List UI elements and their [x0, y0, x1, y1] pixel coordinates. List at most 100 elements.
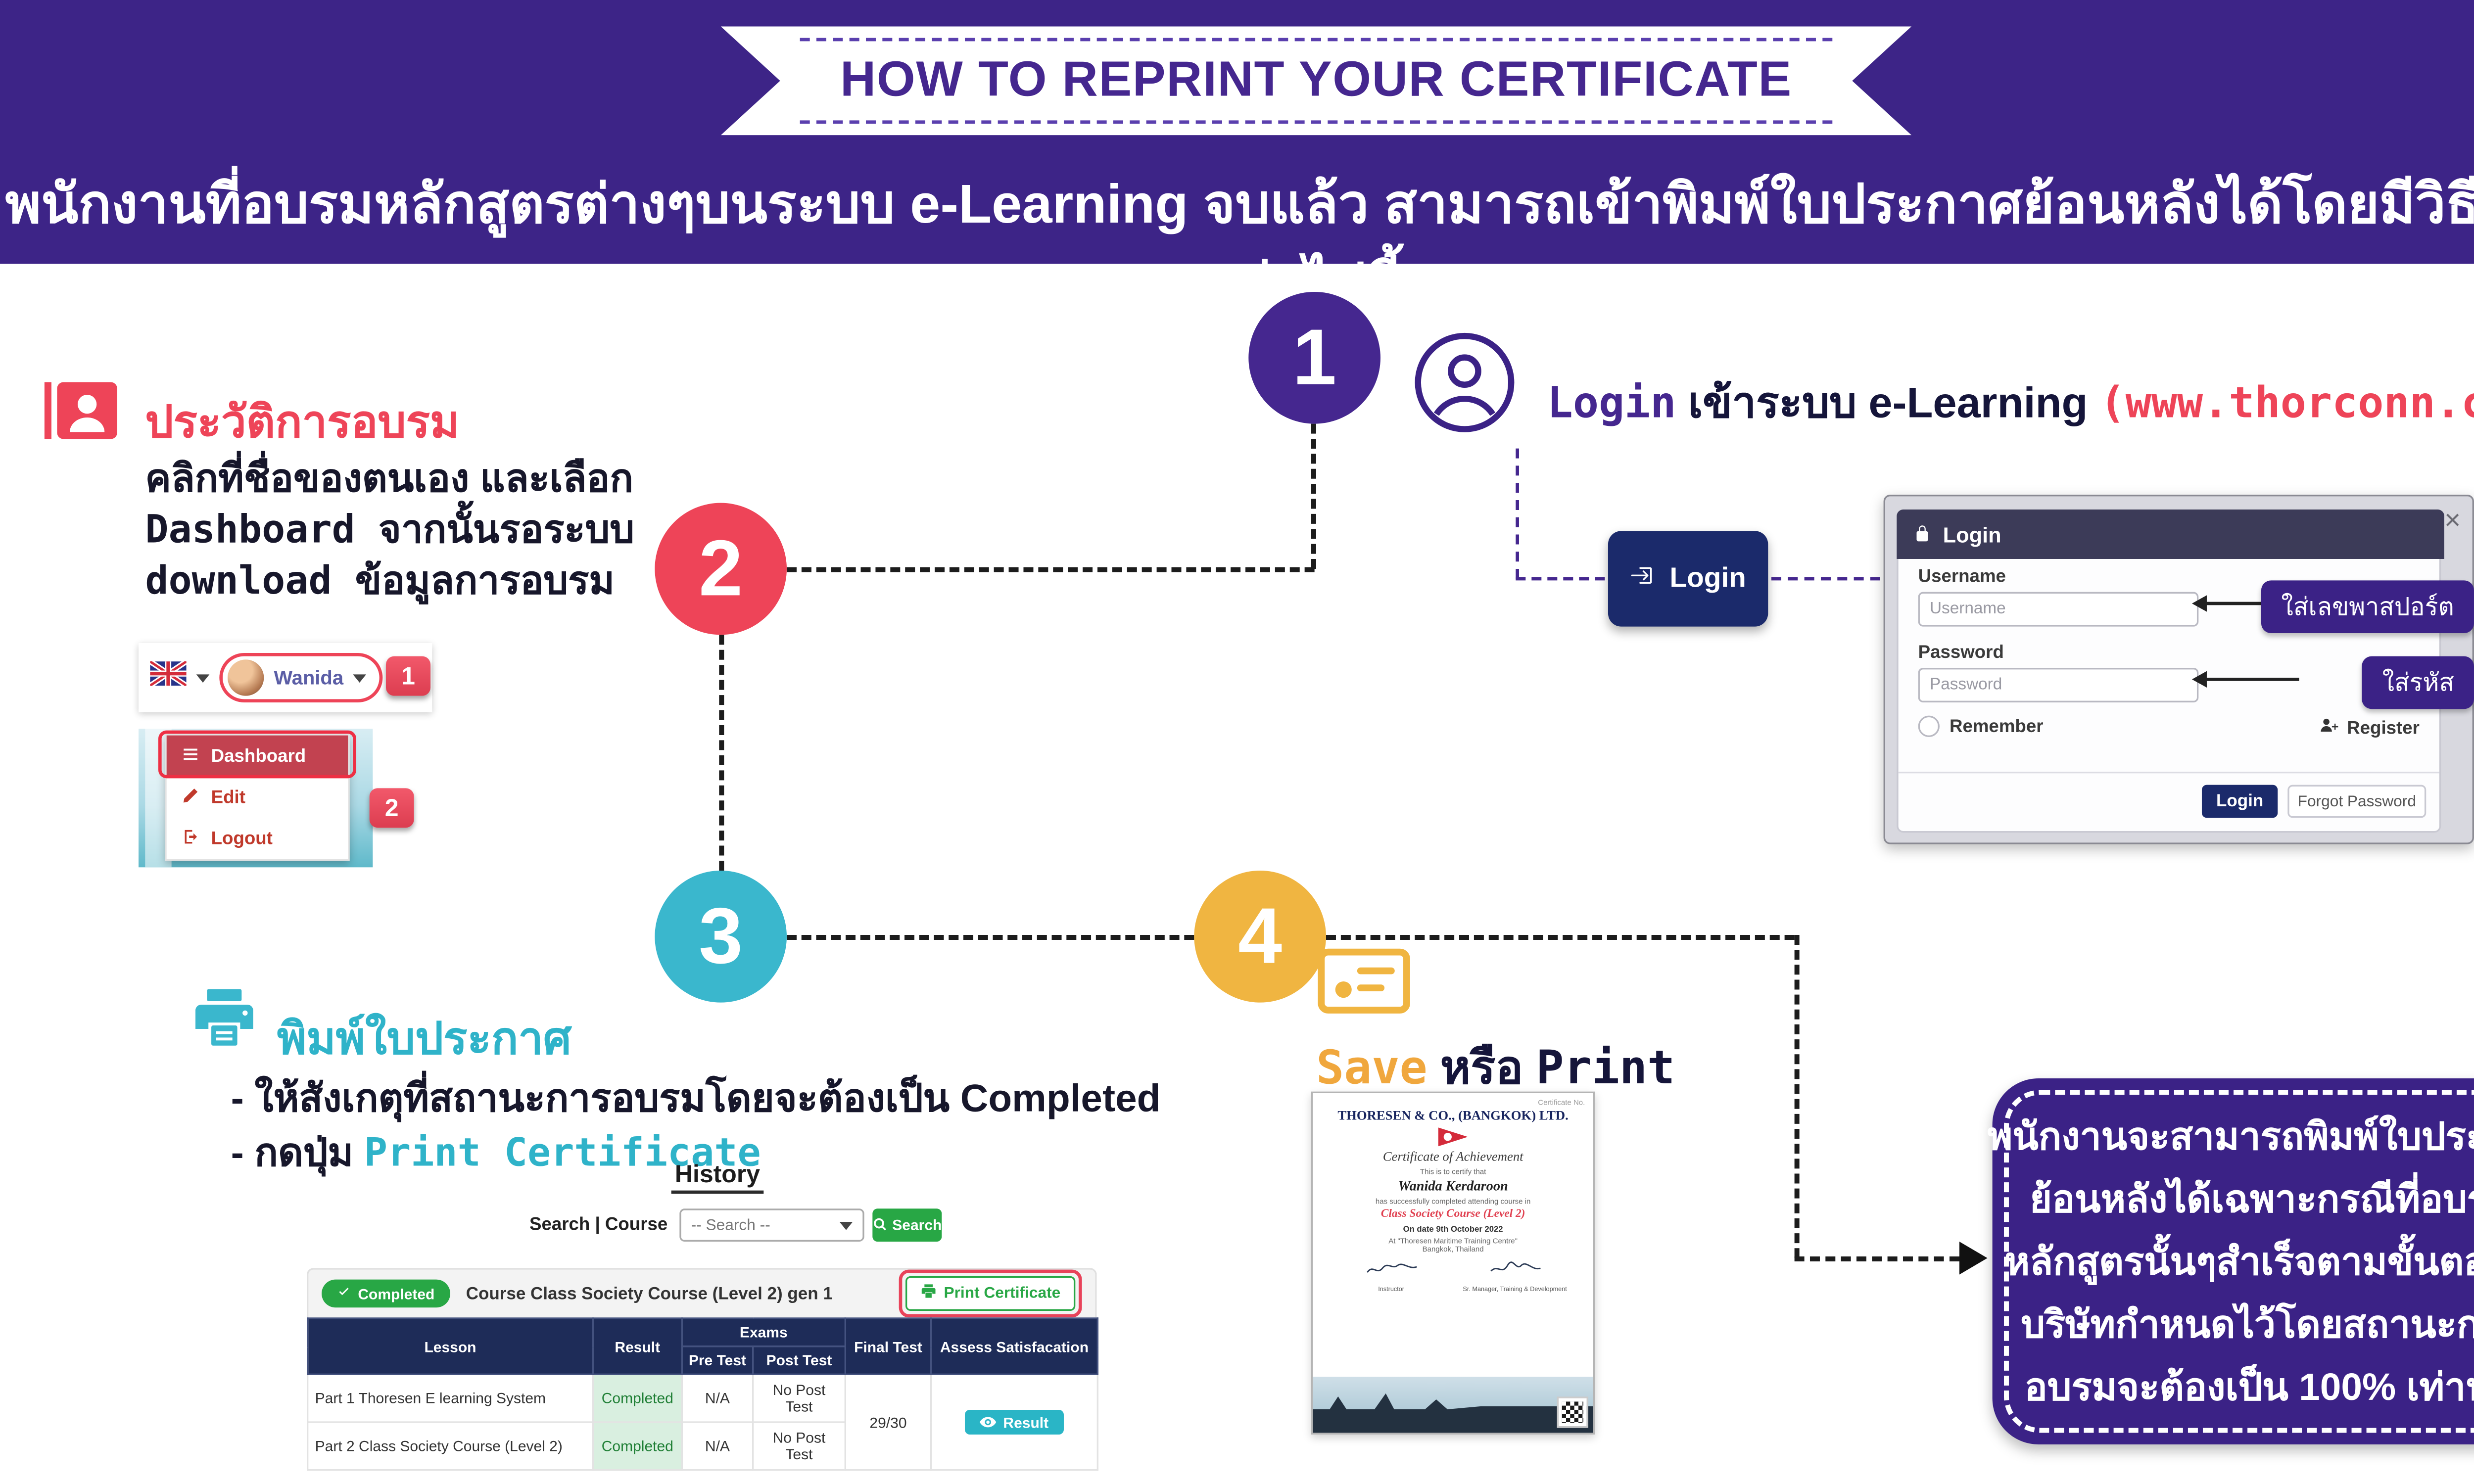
certificate-date: On date 9th October 2022 — [1403, 1225, 1503, 1235]
note-line-1: พนักงานจะสามารถพิมพ์ใบประกาศ — [1987, 1114, 2474, 1158]
user-dropdown-toggle[interactable]: Wanida — [219, 652, 383, 702]
result-cell: Completed — [592, 1421, 683, 1471]
lesson-cell: Part 1 Thoresen E learning System — [306, 1373, 594, 1423]
col-lesson: Lesson — [306, 1317, 594, 1375]
header-band: HOW TO REPRINT YOUR CERTIFICATE พนักงานท… — [0, 0, 2474, 313]
assess-cell: Result — [930, 1373, 1098, 1471]
certificate-number: Certificate No. — [1538, 1098, 1585, 1107]
step-1-title-url: (www.thorconn.com) — [2099, 379, 2474, 429]
result-cell: Completed — [592, 1373, 683, 1423]
lesson-cell: Part 2 Class Society Course (Level 2) — [306, 1421, 594, 1471]
remember-radio[interactable] — [1918, 715, 1940, 737]
forgot-password-button[interactable]: Forgot Password — [2287, 785, 2426, 818]
search-course-label: Search | Course — [529, 1215, 668, 1235]
step-4-save: Save — [1316, 1040, 1427, 1095]
step-2-line-3: download ข้อมูลการอบรม — [145, 557, 615, 603]
step-2-badge: 2 — [655, 503, 787, 635]
connector-button-to-modal — [1771, 577, 1880, 581]
certificate-company: THORESEN & CO., (BANGKOK) LTD. — [1337, 1108, 1569, 1123]
connector-to-note — [1794, 1256, 1959, 1261]
print-button-annotation-outline: Print Certificate — [899, 1269, 1082, 1318]
certificate-card-icon — [1316, 946, 1412, 1016]
signature-left: Instructor — [1338, 1256, 1444, 1293]
avatar — [227, 659, 264, 696]
final-score-cell: 29/30 — [844, 1373, 932, 1471]
col-result: Result — [592, 1317, 683, 1375]
eye-icon — [980, 1414, 997, 1430]
login-modal-card: Login Username Password Remember Registe… — [1897, 509, 2444, 833]
password-input[interactable] — [1918, 667, 2199, 702]
col-assess: Assess Satisfacation — [930, 1317, 1098, 1375]
check-icon — [336, 1285, 351, 1303]
pre-test-cell: N/A — [681, 1421, 754, 1471]
course-header-bar: Completed Course Class Society Course (L… — [306, 1268, 1097, 1318]
username-input[interactable] — [1918, 592, 2199, 627]
print-certificate-button[interactable]: Print Certificate — [905, 1276, 1076, 1311]
lock-icon — [1913, 522, 1932, 547]
qr-code — [1557, 1396, 1588, 1428]
callout-username-arrow-icon — [2191, 595, 2207, 612]
header-subtitle: พนักงานที่อบรมหลักสูตรต่างๆบนระบบ e-Lear… — [5, 173, 2474, 314]
person-plus-icon — [2319, 716, 2339, 741]
close-icon[interactable]: × — [2444, 504, 2461, 536]
user-caret-icon — [353, 673, 367, 682]
list-icon — [182, 744, 200, 768]
register-link[interactable]: Register — [2319, 716, 2420, 741]
ribbon-dashed-border — [800, 38, 1833, 124]
course-search-select[interactable]: -- Search -- — [679, 1208, 864, 1242]
connector-step1-vertical — [1311, 423, 1316, 569]
modal-footer-divider — [1898, 771, 2439, 774]
search-button[interactable]: Search — [872, 1208, 942, 1242]
certificate-preview: Certificate No. THORESEN & CO., (BANGKOK… — [1311, 1091, 1595, 1435]
certify-line: This is to certify that — [1420, 1167, 1486, 1176]
harbor-skyline — [1313, 1393, 1593, 1433]
step-3-bullet-2-highlight: Print Certificate — [364, 1129, 761, 1176]
step-4-badge: 4 — [1194, 870, 1326, 1003]
pencil-icon — [182, 786, 200, 809]
certificate-course: Class Society Course (Level 2) — [1380, 1206, 1525, 1220]
connector-step4-right — [1326, 934, 1795, 940]
modal-login-button[interactable]: Login — [2201, 785, 2278, 818]
post-test-cell: No Post Test — [752, 1373, 846, 1423]
login-button[interactable]: Login — [1608, 531, 1768, 627]
col-final-test: Final Test — [844, 1317, 932, 1375]
step-1-number: 1 — [1292, 314, 1337, 402]
course-line: has successfully completed attending cou… — [1375, 1197, 1531, 1206]
printer-small-icon — [921, 1283, 937, 1304]
menu-item-logout[interactable]: Logout — [167, 818, 348, 859]
status-badge: Completed — [321, 1279, 450, 1308]
search-button-label: Search — [892, 1216, 942, 1234]
step-2-line-1: คลิกที่ชื่อของตนเอง และเลือก — [145, 457, 633, 500]
certificate-signatures: Instructor Sr. Manager, Training & Devel… — [1313, 1256, 1593, 1293]
step-4-print: Print — [1536, 1040, 1675, 1095]
step-2-line-2: Dashboard จากนั้นรอระบบ — [145, 506, 635, 553]
uk-flag-icon[interactable] — [148, 659, 188, 695]
connector-login-to-button — [1516, 577, 1605, 581]
result-button-label: Result — [1003, 1414, 1049, 1431]
title-ribbon: HOW TO REPRINT YOUR CERTIFICATE — [721, 26, 1912, 135]
note-arrowhead-icon — [1959, 1241, 1988, 1275]
status-badge-label: Completed — [358, 1285, 435, 1302]
logout-icon — [182, 827, 200, 850]
signature-squiggle-icon — [1366, 1263, 1417, 1273]
menu-item-edit[interactable]: Edit — [167, 777, 348, 818]
flag-caret-icon — [196, 673, 210, 682]
note-line-4: บริษัทกำหนดไว้โดยสถานะการ — [2021, 1302, 2474, 1345]
signature-left-role: Instructor — [1378, 1286, 1404, 1293]
select-caret-icon — [839, 1221, 853, 1229]
col-post-test: Post Test — [752, 1345, 846, 1375]
history-heading: History — [652, 1160, 784, 1194]
user-menu-panel: Dashboard Edit Logout — [165, 734, 350, 861]
training-history-icon — [43, 372, 119, 448]
step-3-bullet-2-prefix: - กดปุ่ม — [231, 1131, 364, 1174]
callout-password-arrow-icon — [2191, 671, 2207, 688]
step-1-badge: 1 — [1248, 291, 1380, 424]
result-button[interactable]: Result — [965, 1409, 1064, 1435]
note-box: พนักงานจะสามารถพิมพ์ใบประกาศ ย้อนหลังได้… — [1988, 1078, 2474, 1444]
menu-item-dashboard[interactable]: Dashboard — [166, 735, 348, 777]
page-title: HOW TO REPRINT YOUR CERTIFICATE — [840, 52, 1792, 107]
person-circle-icon — [1412, 330, 1517, 435]
user-name: Wanida — [274, 666, 344, 690]
step-2-title: ประวัติการอบรม — [145, 397, 460, 447]
step-3-badge: 3 — [655, 870, 787, 1003]
